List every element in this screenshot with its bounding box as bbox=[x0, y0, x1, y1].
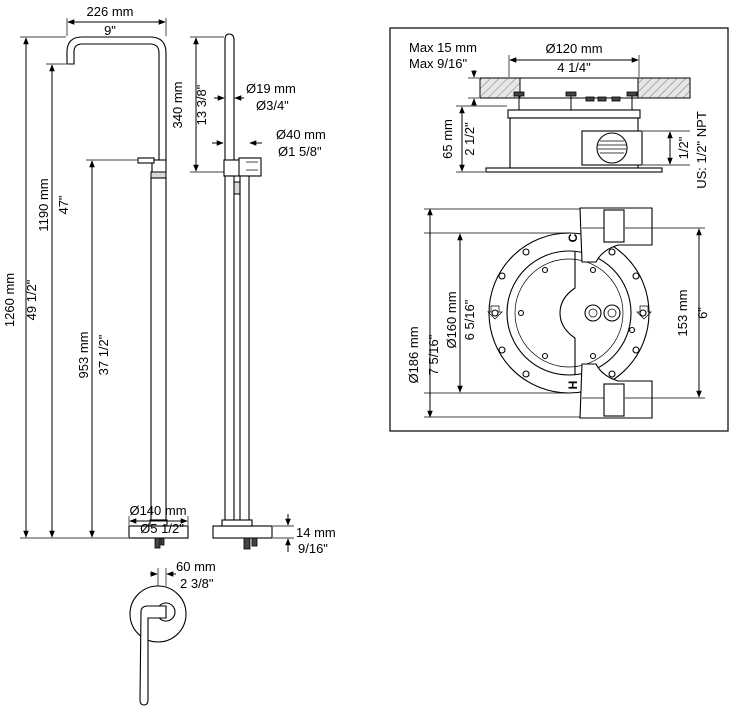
top-view: 60 mm 2 3/8" bbox=[129, 559, 216, 706]
dim-connection: 1/2" bbox=[676, 136, 691, 159]
dim-connection-npt: US: 1/2" NPT bbox=[694, 111, 709, 189]
connector bbox=[160, 537, 165, 546]
dim-handle-reach-in: 2 3/8" bbox=[180, 576, 214, 591]
dim-spout-height-mm: 1190 mm bbox=[36, 178, 51, 231]
hot-mark: H bbox=[566, 381, 580, 390]
dim-spout-drop-mm: 340 mm bbox=[170, 82, 185, 129]
top-handle bbox=[139, 605, 167, 706]
dim-tube-diameter-mm: Ø19 mm bbox=[246, 81, 296, 96]
side-column-right bbox=[239, 175, 250, 522]
body-ring bbox=[150, 171, 167, 179]
dim-housing-height-in: 2 1/2" bbox=[462, 122, 477, 156]
dim-base-thickness-in: 9/16" bbox=[298, 541, 328, 556]
housing-top bbox=[507, 109, 641, 119]
dim-base-thickness-mm: 14 mm bbox=[296, 525, 336, 540]
dim-body-diameter-in: Ø1 5/8" bbox=[278, 144, 322, 159]
dim-inlet-spacing-mm: 153 mm bbox=[675, 290, 690, 337]
cold-mark: C bbox=[566, 233, 580, 242]
dim-total-height-in: 49 1/2" bbox=[24, 279, 39, 320]
connector bbox=[154, 537, 161, 549]
dim-housing-diameter-in: 4 1/4" bbox=[557, 60, 591, 75]
dim-handle-reach-mm: 60 mm bbox=[176, 559, 216, 574]
flange-cutout bbox=[559, 252, 576, 374]
front-view: 226 mm 9" 1260 mm 49 1/2" 1190 mm 47" 95… bbox=[2, 4, 189, 549]
dim-flange-inner-in: 6 5/16" bbox=[462, 299, 477, 340]
side-column-left bbox=[224, 175, 235, 522]
dim-handle-height-mm: 953 mm bbox=[76, 332, 91, 379]
dim-spout-reach-mm: 226 mm bbox=[87, 4, 134, 19]
housing-flange bbox=[485, 167, 663, 173]
dim-flange-outer-mm: Ø186 mm bbox=[406, 326, 421, 383]
installation-detail: Max 15 mm Max 9/16" Ø120 mm 4 1/4" 65 mm… bbox=[389, 27, 729, 432]
dim-housing-height-mm: 65 mm bbox=[440, 119, 455, 159]
dim-inlet-spacing-in: 6" bbox=[695, 307, 710, 319]
side-view: 340 mm 13 3/8" Ø19 mm Ø3/4" Ø40 mm Ø1 5/… bbox=[170, 33, 336, 556]
handle-lever bbox=[137, 157, 155, 164]
dim-housing-diameter-mm: Ø120 mm bbox=[545, 41, 602, 56]
side-base-plate bbox=[212, 525, 273, 539]
dim-max-floor-in: Max 9/16" bbox=[409, 56, 467, 71]
dim-spout-drop-in: 13 3/8" bbox=[194, 84, 209, 125]
dim-total-height-mm: 1260 mm bbox=[2, 273, 17, 327]
dim-flange-outer-in: 7 5/16" bbox=[426, 334, 441, 375]
dim-max-floor-mm: Max 15 mm bbox=[409, 40, 477, 55]
dim-spout-height-in: 47" bbox=[56, 195, 71, 214]
column bbox=[150, 177, 167, 521]
spout-tube bbox=[66, 36, 167, 161]
side-lever bbox=[238, 157, 262, 177]
dim-flange-inner-mm: Ø160 mm bbox=[444, 291, 459, 348]
dim-base-diameter-in: Ø5 1/2" bbox=[140, 521, 184, 536]
dim-handle-height-in: 37 1/2" bbox=[96, 334, 111, 375]
floor-slab-right bbox=[637, 77, 691, 99]
side-spout bbox=[224, 33, 235, 173]
dim-base-diameter-mm: Ø140 mm bbox=[129, 503, 186, 518]
dim-body-diameter-mm: Ø40 mm bbox=[276, 127, 326, 142]
dim-tube-diameter-in: Ø3/4" bbox=[256, 98, 289, 113]
dim-spout-reach-in: 9" bbox=[104, 23, 116, 38]
floor-slab-mid bbox=[519, 77, 639, 99]
